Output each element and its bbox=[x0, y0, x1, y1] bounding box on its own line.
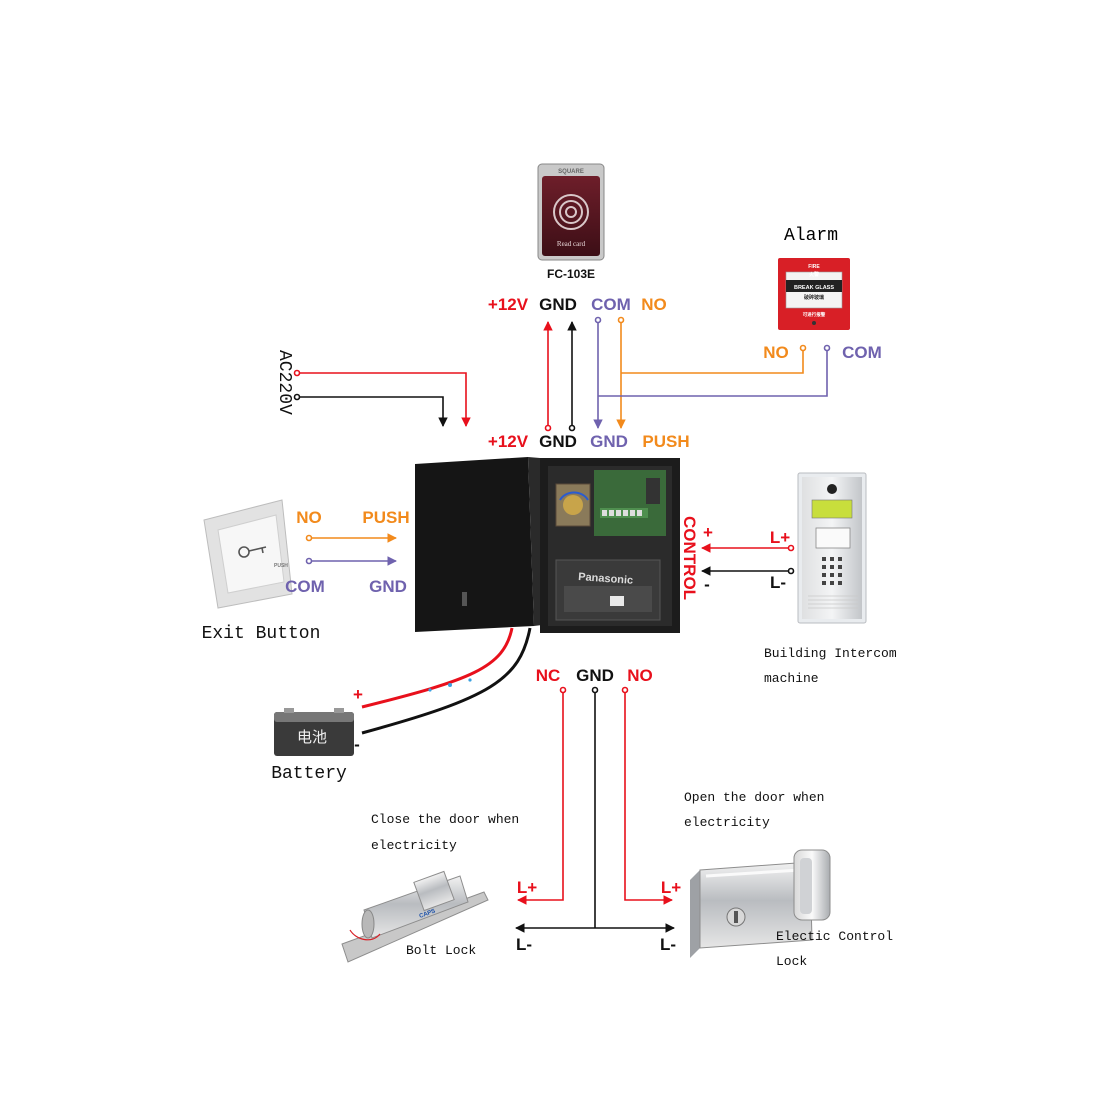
key-icon bbox=[238, 546, 267, 558]
intercom-wires bbox=[701, 543, 795, 576]
elock-note-1: Open the door when bbox=[684, 790, 824, 805]
exit-key-text: PUSH bbox=[274, 563, 288, 569]
svg-text:火警: 火警 bbox=[809, 271, 819, 278]
reader-pin-gnd: GND bbox=[539, 295, 577, 314]
elock-caption-2: Lock bbox=[776, 954, 807, 969]
exit-no-label: NO bbox=[296, 508, 322, 527]
svg-text:BREAK GLASS: BREAK GLASS bbox=[794, 285, 834, 291]
camera-icon bbox=[827, 484, 837, 494]
alarm-wires bbox=[598, 344, 831, 397]
svg-text:FIRE: FIRE bbox=[808, 264, 820, 270]
control-minus: - bbox=[704, 575, 710, 594]
elock-lminus: L- bbox=[660, 935, 676, 954]
battery-cables bbox=[361, 627, 532, 735]
reader-pin-12v: +12V bbox=[488, 295, 529, 314]
alarm-box: FIRE 火警 BREAK GLASS 破碎玻璃 可进行报警 bbox=[778, 258, 850, 330]
card-reader: SQUARE Read card FC-103E bbox=[537, 163, 605, 281]
bolt-lplus: L+ bbox=[517, 878, 537, 897]
svg-text:可进行报警: 可进行报警 bbox=[803, 311, 826, 318]
ps-term-gnd1: GND bbox=[539, 432, 577, 451]
ac220v-label: AC220V bbox=[274, 350, 294, 415]
intercom-lminus: L- bbox=[770, 573, 786, 592]
ps-term-gnd2: GND bbox=[590, 432, 628, 451]
battery-caption: Battery bbox=[271, 764, 347, 784]
control-label: CONTROL bbox=[680, 516, 699, 600]
reader-model: FC-103E bbox=[547, 267, 595, 281]
intercom-display bbox=[811, 499, 853, 519]
reader-top-text: SQUARE bbox=[558, 169, 584, 175]
reader-card-text: Read card bbox=[557, 240, 586, 248]
elock-caption-1: Electic Control bbox=[776, 929, 893, 944]
ac-wires bbox=[293, 369, 471, 427]
battery-chinese-label: 电池 bbox=[297, 728, 327, 746]
alarm-title: Alarm bbox=[784, 226, 838, 246]
alarm-no-label: NO bbox=[763, 343, 789, 362]
bolt-note-1: Close the door when bbox=[371, 812, 519, 827]
intercom-device bbox=[797, 472, 867, 624]
elock-lplus: L+ bbox=[661, 878, 681, 897]
ps-term-push: PUSH bbox=[642, 432, 689, 451]
electric-lock-device bbox=[690, 849, 831, 958]
output-nc: NC bbox=[536, 666, 561, 685]
intercom-caption-2: machine bbox=[764, 671, 819, 686]
bolt-lock-caption: Bolt Lock bbox=[406, 943, 476, 958]
exit-gnd-label: GND bbox=[369, 577, 407, 596]
battery-device: 电池 bbox=[274, 708, 354, 756]
alarm-com-label: COM bbox=[842, 343, 882, 362]
battery-minus: - bbox=[354, 735, 360, 754]
bolt-lock-device: CAPS bbox=[341, 870, 489, 963]
lock-wires bbox=[515, 686, 675, 933]
reader-wires bbox=[543, 316, 626, 432]
exit-button-device: PUSH bbox=[203, 499, 293, 609]
internal-battery-brand: Panasonic bbox=[578, 571, 634, 587]
control-plus: + bbox=[703, 523, 713, 542]
exit-button-caption: Exit Button bbox=[202, 624, 321, 644]
intercom-lplus: L+ bbox=[770, 528, 790, 547]
exit-com-label: COM bbox=[285, 577, 325, 596]
reader-pin-com: COM bbox=[591, 295, 631, 314]
output-gnd: GND bbox=[576, 666, 614, 685]
ps-term-12v: +12V bbox=[488, 432, 529, 451]
bolt-lminus: L- bbox=[516, 935, 532, 954]
power-supply-box: Panasonic bbox=[415, 457, 680, 633]
bolt-brand: CAPS bbox=[419, 909, 437, 920]
exit-push-label: PUSH bbox=[362, 508, 409, 527]
keyhole-icon bbox=[726, 907, 746, 927]
svg-text:破碎玻璃: 破碎玻璃 bbox=[804, 294, 824, 301]
exit-wires bbox=[305, 533, 397, 566]
battery-plus: + bbox=[353, 685, 363, 704]
elock-note-2: electricity bbox=[684, 815, 770, 830]
alarm-key-hole bbox=[812, 321, 816, 325]
output-no: NO bbox=[627, 666, 653, 685]
intercom-caption-1: Building Intercom bbox=[764, 646, 897, 661]
rfid-icon bbox=[553, 194, 589, 230]
bolt-note-2: electricity bbox=[371, 838, 457, 853]
reader-pin-no: NO bbox=[641, 295, 667, 314]
keypad-icon bbox=[822, 557, 842, 585]
